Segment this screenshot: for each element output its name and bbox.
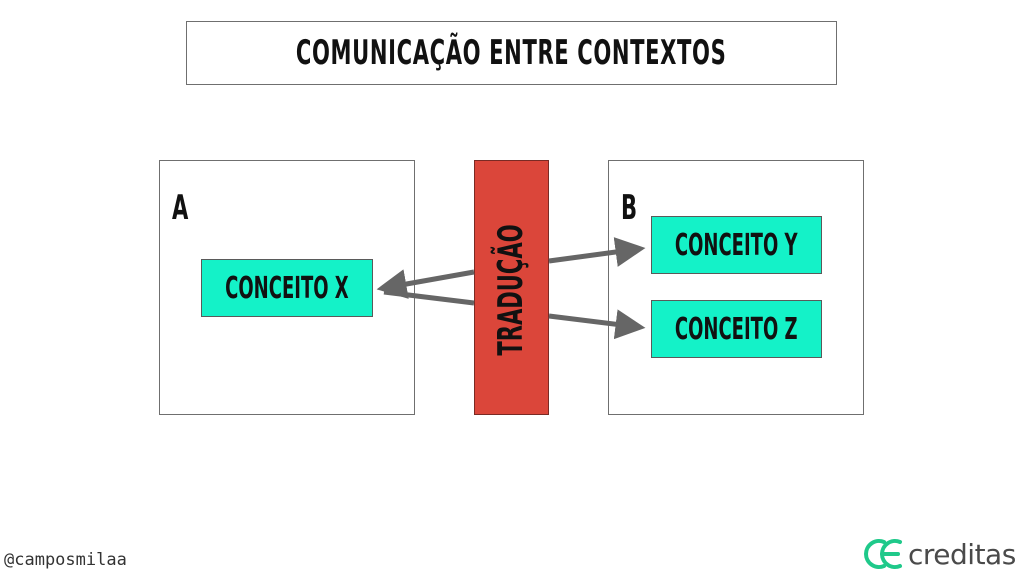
concept-y-box: CONCEITO Y bbox=[651, 216, 822, 274]
title-box: COMUNICAÇÃO ENTRE CONTEXTOS bbox=[186, 21, 837, 85]
context-b-label: B bbox=[621, 188, 638, 228]
concept-x-box: CONCEITO X bbox=[201, 259, 373, 317]
concept-y-label: CONCEITO Y bbox=[675, 227, 798, 263]
concept-z-label: CONCEITO Z bbox=[675, 311, 798, 347]
author-handle: @camposmilaa bbox=[4, 550, 127, 570]
brand-logo-group: creditas bbox=[862, 534, 1016, 574]
translation-label: TRADUÇÃO bbox=[491, 224, 531, 356]
context-b-box: B bbox=[608, 160, 864, 415]
concept-z-box: CONCEITO Z bbox=[651, 300, 822, 358]
context-a-label: A bbox=[172, 188, 189, 228]
page-title: COMUNICAÇÃO ENTRE CONTEXTOS bbox=[296, 33, 727, 73]
brand-name: creditas bbox=[908, 537, 1016, 571]
translation-bar bbox=[474, 160, 549, 415]
creditas-logo-icon bbox=[864, 539, 902, 569]
concept-x-label: CONCEITO X bbox=[225, 270, 349, 306]
